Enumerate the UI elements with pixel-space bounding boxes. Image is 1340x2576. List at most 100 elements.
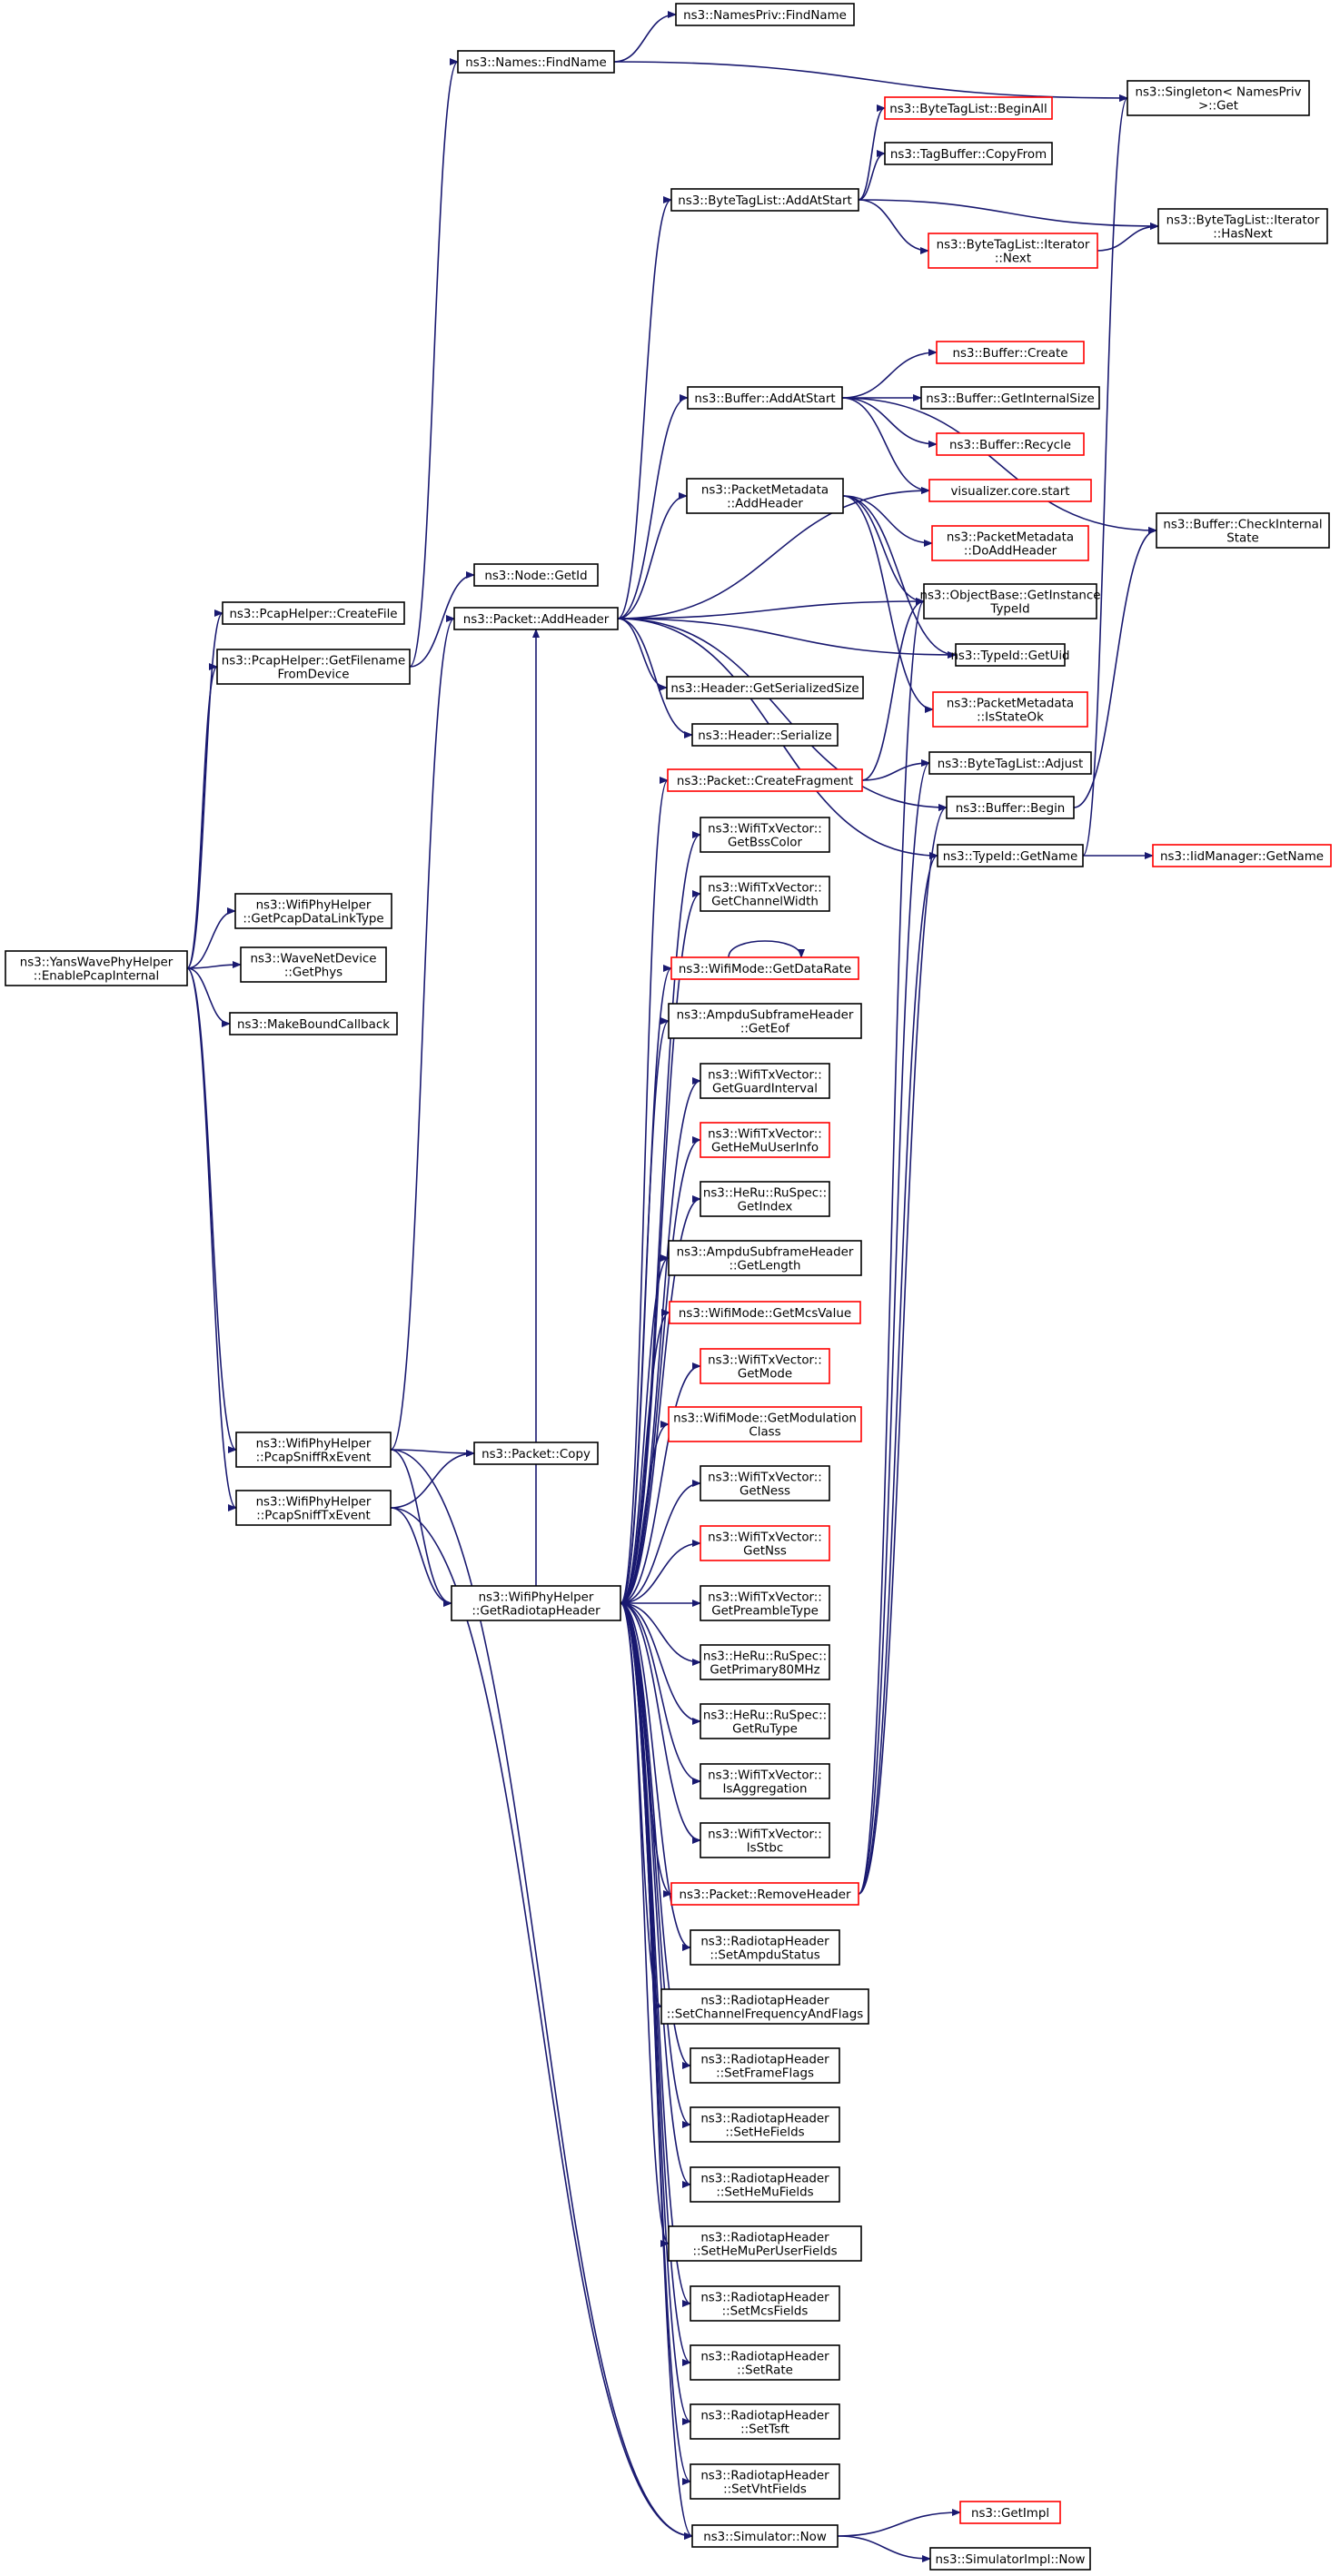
node-getimpl[interactable]: ns3::GetImpl [959, 2501, 1061, 2524]
node-box [700, 876, 830, 912]
node-heru_getindex[interactable]: ns3::HeRu::RuSpec::GetIndex [700, 1181, 830, 1217]
node-simulatorimpl_now[interactable]: ns3::SimulatorImpl::Now [929, 2547, 1091, 2571]
node-label-line: ns3::Packet::CreateFragment [677, 775, 853, 788]
node-buffer_recycle[interactable]: ns3::Buffer::Recycle [936, 432, 1085, 456]
node-pm_doaddheader[interactable]: ns3::PacketMetadata::DoAddHeader [931, 525, 1089, 561]
node-box [929, 2547, 1091, 2571]
node-rt_setrate[interactable]: ns3::RadiotapHeader::SetRate [690, 2344, 840, 2381]
node-rt_setampdustatus[interactable]: ns3::RadiotapHeader::SetAmpduStatus [690, 1929, 840, 1966]
edge-pm_addheader-to-typeid_getuid [842, 495, 957, 659]
node-label-line: ::SetTsft [740, 2423, 789, 2437]
node-rt_settsft[interactable]: ns3::RadiotapHeader::SetTsft [690, 2403, 840, 2440]
node-packet_removeheader[interactable]: ns3::Packet::RemoveHeader [670, 1882, 859, 1906]
node-rt_sethemufields[interactable]: ns3::RadiotapHeader::SetHeMuFields [690, 2166, 840, 2203]
node-rt_sethemuperuser[interactable]: ns3::RadiotapHeader::SetHeMuPerUserField… [668, 2225, 862, 2262]
node-namespriv_findname[interactable]: ns3::NamesPriv::FindName [675, 3, 855, 26]
node-rt_sethefields[interactable]: ns3::RadiotapHeader::SetHeFields [690, 2106, 840, 2143]
node-buffer_create[interactable]: ns3::Buffer::Create [936, 341, 1085, 364]
node-iterator_hasnext[interactable]: ns3::ByteTagList::Iterator::HasNext [1157, 208, 1328, 244]
node-pcap_createfile[interactable]: ns3::PcapHelper::CreateFile [222, 601, 405, 625]
node-bytetaglist_adjust[interactable]: ns3::ByteTagList::Adjust [928, 751, 1092, 775]
node-wifimode_getdatarate[interactable]: ns3::WifiMode::GetDataRate [670, 956, 859, 980]
node-txv_getpreambletype[interactable]: ns3::WifiTxVector::GetPreambleType [700, 1585, 830, 1621]
node-node_getid[interactable]: ns3::Node::GetId [473, 563, 599, 587]
node-box [668, 1240, 862, 1276]
node-label-line: ::GetPcapDataLinkType [243, 913, 383, 926]
node-label-line: ns3::Singleton< NamesPriv [1135, 86, 1301, 100]
node-root[interactable]: ns3::YansWavePhyHelper::EnablePcapIntern… [5, 950, 188, 986]
node-box [690, 2047, 840, 2084]
node-ampdu_getlength[interactable]: ns3::AmpduSubframeHeader::GetLength [668, 1240, 862, 1276]
node-txv_isaggregation[interactable]: ns3::WifiTxVector::IsAggregation [700, 1763, 830, 1799]
node-heru_getprimary80[interactable]: ns3::HeRu::RuSpec::GetPrimary80MHz [700, 1644, 830, 1680]
node-label-line: ns3::WifiTxVector:: [708, 1354, 822, 1368]
edge-get_radiotap-to-rt_sethemufields [620, 1602, 691, 2188]
node-names_findname[interactable]: ns3::Names::FindName [457, 50, 615, 74]
node-ampdu_geteof[interactable]: ns3::AmpduSubframeHeader::GetEof [668, 1003, 862, 1039]
node-simulator_now[interactable]: ns3::Simulator::Now [691, 2524, 839, 2548]
edge-packet_addheader-to-objectbase_getinstance [617, 598, 925, 619]
node-singleton_get[interactable]: ns3::Singleton< NamesPriv>::Get [1127, 80, 1310, 116]
node-label-line: GetNss [743, 1545, 787, 1559]
node-txv_getguardinterval[interactable]: ns3::WifiTxVector::GetGuardInterval [700, 1063, 830, 1099]
node-pm_isstateok[interactable]: ns3::PacketMetadata::IsStateOk [932, 691, 1088, 728]
node-label-line: ns3::NamesPriv::FindName [683, 9, 847, 23]
edge-bytetaglist_addatstart-to-iterator_next [858, 199, 929, 254]
node-bytetaglist_beginall[interactable]: ns3::ByteTagList::BeginAll [884, 96, 1053, 120]
node-viz_start[interactable]: visualizer.core.start [928, 479, 1092, 502]
node-rt_setvhtfields[interactable]: ns3::RadiotapHeader::SetVhtFields [690, 2463, 840, 2500]
node-pm_addheader[interactable]: ns3::PacketMetadata::AddHeader [686, 478, 844, 514]
node-typeid_getuid[interactable]: ns3::TypeId::GetUid [950, 643, 1070, 667]
node-buffer_addatstart[interactable]: ns3::Buffer::AddAtStart [687, 386, 843, 410]
node-heru_getrutype[interactable]: ns3::HeRu::RuSpec::GetRuType [700, 1703, 830, 1739]
node-label-line: ::Next [995, 253, 1031, 266]
node-makeboundcallback[interactable]: ns3::MakeBoundCallback [229, 1012, 398, 1035]
node-packet_createfragment[interactable]: ns3::Packet::CreateFragment [667, 768, 863, 792]
node-sniffrx[interactable]: ns3::WifiPhyHelper::PcapSniffRxEvent [235, 1432, 392, 1468]
node-iterator_next[interactable]: ns3::ByteTagList::Iterator::Next [928, 233, 1098, 269]
node-txv_getmode[interactable]: ns3::WifiTxVector::GetMode [700, 1348, 830, 1384]
node-buffer_getinternalsize[interactable]: ns3::Buffer::GetInternalSize [920, 386, 1100, 410]
edge-get_radiotap-to-rt_setampdustatus [620, 1602, 691, 1951]
node-label-line: GetNess [739, 1485, 790, 1499]
node-rt_setmcsfields[interactable]: ns3::RadiotapHeader::SetMcsFields [690, 2285, 840, 2322]
node-wavenet_getphys[interactable]: ns3::WaveNetDevice::GetPhys [240, 946, 387, 983]
edge-get_radiotap-to-txv_getnss [620, 1540, 701, 1604]
node-tagbuffer_copyfrom[interactable]: ns3::TagBuffer::CopyFrom [884, 142, 1053, 165]
node-label-line: ns3::RadiotapHeader [700, 2351, 829, 2364]
node-packet_copy[interactable]: ns3::Packet::Copy [473, 1442, 599, 1465]
node-get_radiotap[interactable]: ns3::WifiPhyHelper::GetRadiotapHeader [451, 1585, 621, 1621]
edge-buffer_addatstart-to-buffer_recycle [841, 397, 938, 448]
node-txv_isstbc[interactable]: ns3::WifiTxVector::IsStbc [700, 1822, 830, 1858]
node-box [884, 142, 1053, 165]
node-get_datalink[interactable]: ns3::WifiPhyHelper::GetPcapDataLinkType [234, 893, 392, 929]
node-box [700, 1763, 830, 1799]
node-txv_getbsscolor[interactable]: ns3::WifiTxVector::GetBssColor [700, 817, 830, 853]
node-label-line: ns3::IidManager::GetName [1160, 850, 1324, 864]
node-snifftx[interactable]: ns3::WifiPhyHelper::PcapSniffTxEvent [235, 1490, 392, 1526]
node-wifimode_getmcsvalue[interactable]: ns3::WifiMode::GetMcsValue [669, 1301, 861, 1324]
node-txv_gethemuuserinfo[interactable]: ns3::WifiTxVector::GetHeMuUserInfo [700, 1122, 830, 1158]
node-header_getserializedsize[interactable]: ns3::Header::GetSerializedSize [666, 676, 864, 699]
node-rt_setframeflags[interactable]: ns3::RadiotapHeader::SetFrameFlags [690, 2047, 840, 2084]
node-label-line: ns3::WifiTxVector:: [708, 1828, 822, 1842]
edge-get_radiotap-to-txv_getguardinterval [620, 1077, 701, 1604]
node-rt_setchannelfreq[interactable]: ns3::RadiotapHeader::SetChannelFrequency… [660, 1988, 869, 2025]
node-packet_addheader[interactable]: ns3::Packet::AddHeader [453, 607, 619, 630]
node-typeid_getname[interactable]: ns3::TypeId::GetName [937, 844, 1084, 867]
node-bytetaglist_addatstart[interactable]: ns3::ByteTagList::AddAtStart [670, 188, 859, 212]
node-label-line: ns3::PcapHelper::CreateFile [229, 608, 397, 621]
node-txv_getnss[interactable]: ns3::WifiTxVector::GetNss [700, 1525, 830, 1561]
node-box [920, 386, 1100, 410]
node-iidmanager_getname[interactable]: ns3::IidManager::GetName [1152, 844, 1332, 867]
node-txv_getchannelwidth[interactable]: ns3::WifiTxVector::GetChannelWidth [700, 876, 830, 912]
node-buffer_begin[interactable]: ns3::Buffer::Begin [946, 796, 1075, 819]
node-txv_getness[interactable]: ns3::WifiTxVector::GetNess [700, 1465, 830, 1501]
node-box [959, 2501, 1061, 2524]
node-header_serialize[interactable]: ns3::Header::Serialize [691, 723, 839, 747]
edge-pm_addheader-to-pm_doaddheader [842, 495, 933, 547]
